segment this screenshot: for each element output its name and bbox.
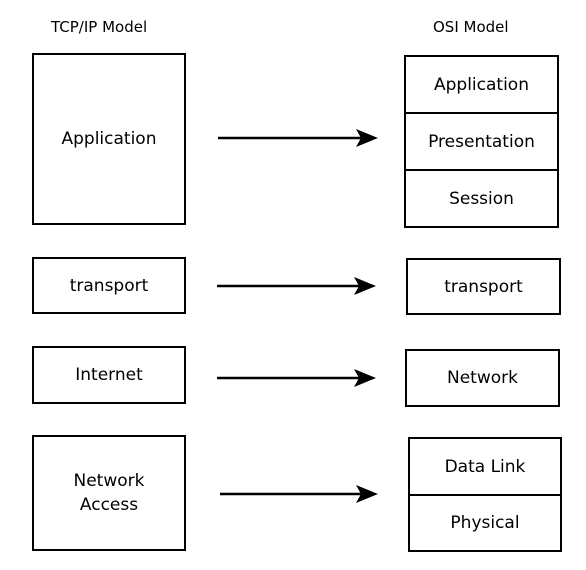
osi-layer-data-link: Data Link — [408, 437, 562, 496]
tcp-layer-transport: transport — [32, 257, 186, 314]
tcp-model-title: TCP/IP Model — [51, 18, 148, 36]
tcp-layer-network-access: Network Access — [32, 435, 186, 551]
arrow-application — [218, 129, 378, 147]
arrow-network-access — [220, 485, 378, 503]
osi-layer-network: Network — [405, 349, 560, 407]
tcp-layer-internet: Internet — [32, 346, 186, 404]
tcp-layer-application: Application — [32, 53, 186, 225]
osi-layer-application: Application — [404, 55, 559, 114]
osi-layer-session: Session — [404, 169, 559, 228]
osi-model-title: OSI Model — [433, 18, 509, 36]
arrow-internet — [217, 369, 376, 387]
osi-layer-physical: Physical — [408, 494, 562, 552]
osi-layer-transport: transport — [406, 258, 561, 315]
arrow-transport — [217, 277, 376, 295]
